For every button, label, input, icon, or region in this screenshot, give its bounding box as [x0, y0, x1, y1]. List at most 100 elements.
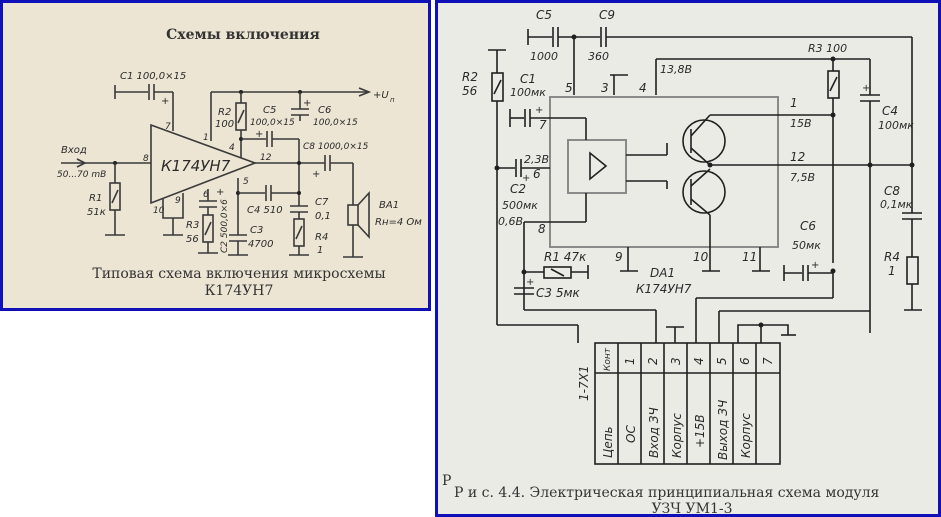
capacitor-c5: [527, 27, 600, 47]
capacitor-c1: +: [509, 105, 587, 140]
svg-text:R1: R1: [89, 193, 102, 204]
svg-text:R3: R3: [186, 220, 199, 231]
resistor-r2: [235, 92, 247, 158]
svg-text:100мк: 100мк: [510, 86, 546, 99]
svg-text:56: 56: [186, 234, 199, 245]
capacitor-c6: +: [291, 92, 311, 121]
right-caption-line2: УЗЧ УМ1-3: [651, 501, 732, 514]
svg-text:4: 4: [692, 357, 706, 365]
svg-text:0,1мк: 0,1мк: [880, 198, 913, 211]
svg-text:4: 4: [639, 81, 647, 95]
capacitor-c1: +: [114, 84, 174, 131]
svg-text:50мк: 50мк: [792, 239, 821, 252]
resistor-r2: [488, 49, 579, 343]
svg-text:+: +: [535, 105, 543, 116]
pin-10: 10: [153, 206, 165, 216]
svg-text:R2: R2: [462, 70, 478, 84]
svg-text:12: 12: [790, 150, 805, 164]
svg-text:56: 56: [462, 84, 478, 98]
input-level: 50...70 mВ: [57, 170, 106, 180]
module-um1-3-schematic: C5 1000 C9 360: [442, 8, 922, 514]
da1-label: DA1: [650, 266, 675, 280]
transistor-upper: [682, 119, 726, 163]
svg-text:5: 5: [565, 81, 573, 95]
svg-text:C4: C4: [882, 104, 898, 118]
svg-text:1: 1: [790, 96, 798, 110]
voltage-pin6: 2,3В: [524, 153, 549, 166]
capacitor-c5: +: [241, 129, 300, 203]
amplifier-triangle-icon: [589, 151, 608, 181]
svg-text:360: 360: [588, 50, 609, 63]
speaker-ba1: [343, 190, 370, 258]
svg-text:К174УН7: К174УН7: [161, 157, 231, 175]
resistor-r3: [655, 56, 870, 263]
svg-text:C8: C8: [884, 184, 900, 198]
svg-text:100,0×15: 100,0×15: [250, 118, 295, 128]
svg-text:C5: C5: [263, 105, 276, 116]
svg-text:C6: C6: [800, 219, 816, 233]
svg-text:C6: C6: [318, 105, 331, 116]
svg-text:Вход ЗЧ: Вход ЗЧ: [647, 407, 661, 458]
svg-text:500мк: 500мк: [502, 199, 538, 212]
svg-text:+: +: [526, 277, 534, 288]
svg-text:1000: 1000: [530, 50, 558, 63]
da1-type: К174УН7: [636, 282, 692, 296]
svg-text:0,1: 0,1: [315, 211, 331, 222]
connector-x1-table: [594, 342, 781, 465]
svg-text:+: +: [312, 169, 320, 180]
svg-text:C9: C9: [599, 8, 615, 22]
svg-text:C1: C1: [520, 72, 536, 86]
svg-text:11: 11: [742, 250, 757, 264]
svg-text:+: +: [255, 129, 263, 140]
resistor-r1: [105, 163, 125, 236]
svg-text:7: 7: [761, 357, 775, 365]
svg-text:п: п: [390, 96, 395, 104]
chip-da1-outline: [549, 96, 779, 248]
pin-9: 9: [175, 196, 181, 206]
c1-label: C1 100,0×15: [120, 71, 186, 82]
svg-text:4700: 4700: [248, 239, 273, 250]
svg-text:Выход ЗЧ: Выход ЗЧ: [716, 400, 730, 460]
svg-text:+: +: [862, 83, 870, 94]
capacitor-c7-resistor-r4: [289, 203, 309, 256]
svg-text:51к: 51к: [87, 207, 106, 218]
svg-text:+: +: [303, 98, 311, 109]
svg-text:C4 510: C4 510: [247, 205, 283, 216]
left-caption-line1: Типовая схема включения микросхемы: [92, 266, 385, 282]
amplifier-chip-k174un7: К174УН7: [150, 123, 258, 205]
svg-text:R2: R2: [218, 107, 231, 118]
capacitor-c9: [600, 27, 913, 168]
capacitor-c3: +: [514, 277, 657, 343]
svg-text:R1 47к: R1 47к: [544, 250, 587, 264]
svg-text:C5: C5: [536, 8, 552, 22]
connector-ref: 1-7X1: [577, 366, 591, 401]
typical-circuit-panel: Схемы включения + C1 100,0×15 К174УН7 7 …: [0, 0, 431, 311]
svg-text:R3 100: R3 100: [808, 42, 847, 55]
pin-12: 12: [260, 153, 272, 163]
left-title: Схемы включения: [166, 27, 320, 43]
typical-circuit-schematic: Схемы включения + C1 100,0×15 К174УН7 7 …: [57, 27, 422, 299]
svg-text:C2: C2: [510, 182, 526, 196]
svg-text:1: 1: [888, 264, 896, 278]
svg-text:C2 500,0×6: C2 500,0×6: [220, 199, 230, 253]
svg-text:100: 100: [215, 119, 234, 130]
svg-text:+: +: [522, 173, 530, 184]
svg-text:+: +: [216, 187, 224, 198]
svg-text:Корпус: Корпус: [739, 413, 753, 458]
voltage-pin4: 13,8В: [660, 63, 692, 76]
svg-text:8: 8: [538, 222, 546, 236]
left-caption-line2: К174УН7: [205, 283, 274, 299]
pin-5: 5: [243, 177, 249, 187]
svg-text:R4: R4: [315, 232, 328, 243]
svg-text:C7: C7: [315, 197, 329, 208]
svg-text:ОС: ОС: [624, 425, 638, 443]
svg-text:6: 6: [738, 357, 752, 365]
pin-4: 4: [229, 143, 235, 153]
svg-text:5: 5: [715, 357, 729, 365]
voltage-pin12: 7,5В: [790, 171, 815, 184]
svg-text:100мк: 100мк: [878, 119, 914, 132]
capacitor-c8: +: [312, 155, 354, 203]
svg-text:C3 5мк: C3 5мк: [536, 286, 581, 300]
svg-text:3: 3: [601, 81, 609, 95]
transistor-lower: [682, 170, 726, 214]
